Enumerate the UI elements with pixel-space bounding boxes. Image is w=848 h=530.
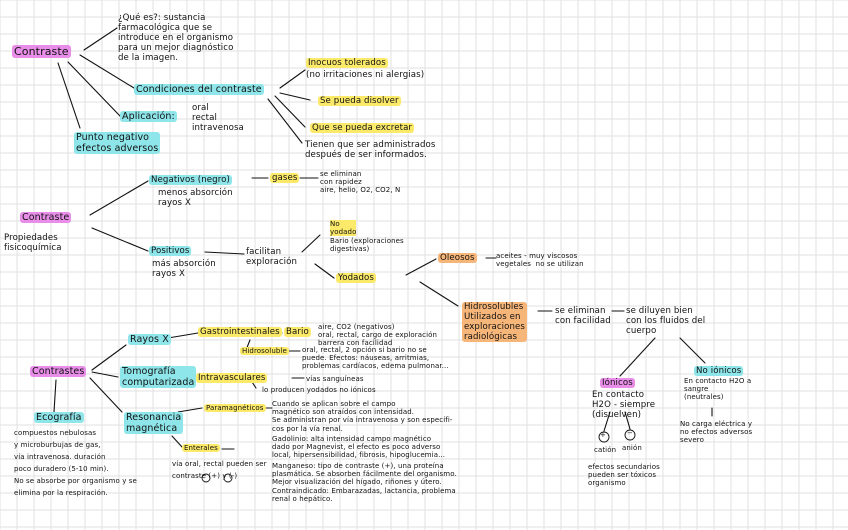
contrastes-label: Contrastes — [30, 366, 87, 377]
paramagneticos-description: Cuando se aplican sobre el campo magnéti… — [272, 400, 453, 433]
enterales-node: Enterales — [182, 444, 220, 452]
contraste-2-node: Contraste — [20, 212, 72, 223]
facilitan-text: facilitan exploración — [246, 247, 298, 267]
excretar-node: Que se pueda excretar — [310, 123, 415, 133]
aplicacion-label: Aplicación: — [120, 111, 177, 122]
intravasculares-subtext: lo producen yodados no iónicos — [262, 386, 376, 394]
intravasculares-description: vías sanguíneas — [306, 375, 364, 383]
contraste-2-label: Contraste — [20, 212, 72, 223]
contraste-label: Contraste — [12, 45, 71, 58]
bario-3-label: Bario — [284, 327, 311, 337]
propiedades-text: Propiedades fisicoquímica — [4, 233, 62, 253]
bario-3-description: aire, CO2 (negativos) oral, rectal, carg… — [318, 323, 438, 348]
ionicos-label: Iónicos — [600, 378, 635, 388]
que-es-definition: ¿Qué es?: sustancia farmacológica que se… — [118, 13, 234, 63]
plus-sign: + — [600, 431, 606, 439]
paramagneticos-node: Paramagnéticos — [204, 404, 266, 412]
ecografia-node: Ecografía — [34, 412, 84, 423]
oleosos-label: Oleosos — [438, 253, 477, 263]
disolver-node: Se pueda disolver — [318, 96, 401, 106]
condiciones-label: Condiciones del contraste — [134, 84, 264, 95]
paramagneticos-label: Paramagnéticos — [204, 404, 266, 412]
oleosos-node: Oleosos — [438, 253, 477, 263]
manganeso-note: Manganeso: tipo de contraste (+), una pr… — [272, 462, 457, 503]
administrarse-note: Tienen que ser administrados después de … — [305, 140, 436, 160]
tomografia-node: Tomografía computarizada — [120, 366, 197, 388]
disolver-label: Se pueda disolver — [318, 96, 401, 106]
rayos-x-node: Rayos X — [128, 334, 171, 345]
inocuo-label: Inocuos tolerados — [306, 58, 388, 68]
contraste-title: Contraste — [12, 45, 71, 58]
ionicos-efectos: efectos secundarios pueden ser tóxicos o… — [588, 463, 660, 488]
contrastes-node: Contrastes — [30, 366, 87, 377]
gastrointestinales-label: Gastrointestinales — [198, 327, 282, 337]
bario-text: Bario (exploraciones digestivas) — [330, 237, 404, 254]
yodados-label: Yodados — [336, 273, 376, 283]
negativos-subtext: menos absorción rayos X — [158, 188, 233, 208]
ionicos-description: En contacto H2O - siempre (disuelven) — [592, 390, 656, 420]
hidrosoluble-description: oral, rectal, 2 opción si bario no se pu… — [302, 346, 449, 371]
no-ionicos-label: No iónicos — [694, 366, 744, 376]
ecografia-label: Ecografía — [34, 412, 84, 423]
no-yodado-node: No yodado — [330, 220, 357, 237]
positivos-subtext: más absorción rayos X — [152, 259, 216, 279]
positivos-label: Positivos — [149, 246, 192, 256]
negativos-label: Negativos (negro) — [149, 175, 232, 185]
hidrosoluble-label: Hidrosoluble — [240, 347, 289, 355]
no-ionicos-conclusion: No carga eléctrica y no efectos adversos… — [680, 420, 753, 445]
aceites-text: aceites - muy viscosos vegetales no se u… — [496, 252, 584, 269]
minus-sign: − — [627, 429, 633, 437]
no-ionicos-description: En contacto H2O a sangre (neutrales) — [684, 377, 752, 402]
punto-negativo-node: Punto negativo efectos adversos — [74, 132, 161, 154]
intravasculares-label: Intravasculares — [196, 373, 268, 383]
ionicos-node: Iónicos — [600, 378, 635, 388]
positivos-node: Positivos — [149, 246, 192, 256]
yodados-node: Yodados — [336, 273, 376, 283]
condiciones-node: Condiciones del contraste — [134, 84, 264, 95]
vias-list: oral rectal intravenosa — [192, 103, 244, 133]
bario-3-node: Bario — [284, 327, 311, 337]
gadolinio-note: Gadolinio: alta intensidad campo magnéti… — [272, 435, 446, 460]
aplicacion-node: Aplicación: — [120, 111, 177, 122]
enterales-description: vía oral, rectal pueden ser contraste (+… — [172, 460, 267, 480]
resonancia-node: Resonancia magnética — [124, 412, 184, 434]
inocuo-subtext: (no irritaciones ni alergias) — [306, 70, 425, 80]
gases-node: gases — [270, 173, 300, 183]
hidrosoluble-node: Hidrosoluble — [240, 347, 289, 355]
gases-label: gases — [270, 173, 300, 183]
rayos-x-label: Rayos X — [128, 334, 171, 345]
inocuo-node: Inocuos tolerados — [306, 58, 388, 68]
eliminan-text: se eliminan con facilidad — [555, 306, 611, 326]
anion-label: anión — [622, 444, 642, 452]
no-ionicos-node: No iónicos — [694, 366, 744, 376]
enterales-label: Enterales — [182, 444, 220, 452]
intravasculares-node: Intravasculares — [196, 373, 268, 383]
gases-description: se eliminan con rapidez aire, helio, O2,… — [320, 170, 401, 195]
diluyen-text: se diluyen bien con los fluidos del cuer… — [626, 306, 706, 336]
negativos-node: Negativos (negro) — [149, 175, 232, 185]
ecografia-description: compuestos nebulosas y microburbujas de … — [14, 429, 137, 497]
hidrosolubles-node: Hidrosolubles Utilizados en exploracione… — [462, 302, 528, 342]
excretar-label: Que se pueda excretar — [310, 123, 415, 133]
cation-label: catión — [594, 446, 617, 454]
gastrointestinales-node: Gastrointestinales — [198, 327, 282, 337]
